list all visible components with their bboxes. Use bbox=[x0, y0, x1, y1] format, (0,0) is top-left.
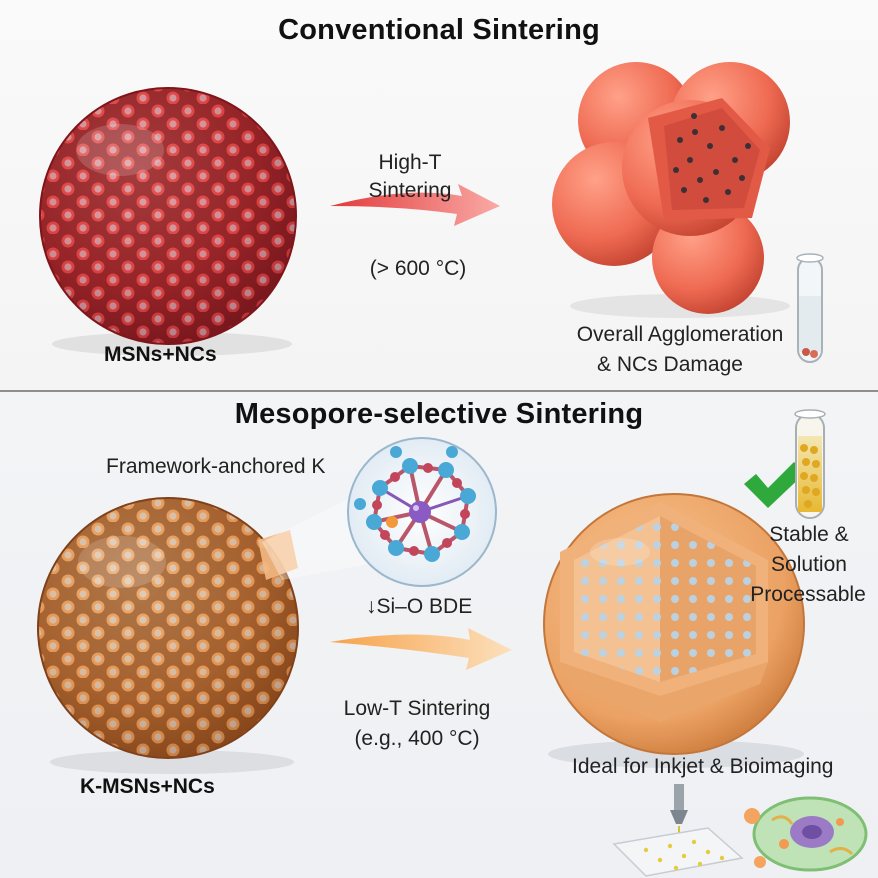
application-label: Ideal for Inkjet & Bioimaging bbox=[572, 755, 834, 778]
mesopore-sintering-illustration bbox=[37, 409, 868, 877]
panel-divider bbox=[0, 390, 878, 393]
conventional-sintering-title: Conventional Sintering bbox=[278, 14, 600, 46]
high-t-arrow bbox=[330, 184, 500, 226]
framework-anchored-k-label: Framework-anchored K bbox=[106, 455, 326, 478]
mesopore-sintering-title: Mesopore-selective Sintering bbox=[234, 398, 644, 430]
conventional-sintering-panel: Conventional Sintering High-T Sintering … bbox=[0, 0, 878, 392]
low-t-arrow bbox=[330, 628, 512, 670]
low-t-temperature: (e.g., 400 °C) bbox=[354, 727, 480, 750]
stable-label-line2: Solution bbox=[771, 553, 847, 576]
cut-open-sphere bbox=[543, 493, 805, 768]
cell-icon bbox=[744, 796, 868, 872]
k-msn-sphere-label: K-MSNs+NCs bbox=[80, 775, 215, 798]
stable-label-line3: Processable bbox=[750, 583, 866, 606]
agglomerated-particles bbox=[552, 62, 790, 318]
test-tube-agglomerated bbox=[796, 253, 824, 363]
si-o-bde-label: ↓Si–O BDE bbox=[366, 595, 473, 618]
k-msn-sphere bbox=[37, 497, 299, 774]
msn-sphere-label: MSNs+NCs bbox=[104, 343, 217, 366]
low-t-sintering-label: Low-T Sintering bbox=[343, 697, 491, 720]
agglomeration-label-line1: Overall Agglomeration bbox=[576, 323, 784, 346]
inkjet-printer-icon bbox=[612, 784, 744, 877]
high-t-temperature: (> 600 °C) bbox=[369, 257, 467, 280]
high-t-label-line1: High-T bbox=[378, 151, 442, 174]
mesopore-selective-sintering-panel: Mesopore-selective Sintering Framework-a… bbox=[0, 392, 878, 878]
check-mark-icon bbox=[744, 462, 806, 508]
agglomeration-label-line2: & NCs Damage bbox=[597, 353, 743, 376]
stable-label-line1: Stable & bbox=[769, 523, 849, 546]
conventional-sintering-illustration bbox=[39, 62, 824, 363]
msn-sphere bbox=[39, 87, 297, 356]
high-t-label-line2: Sintering bbox=[368, 179, 452, 202]
test-tube-stable bbox=[794, 409, 826, 519]
framework-inset bbox=[347, 437, 497, 587]
